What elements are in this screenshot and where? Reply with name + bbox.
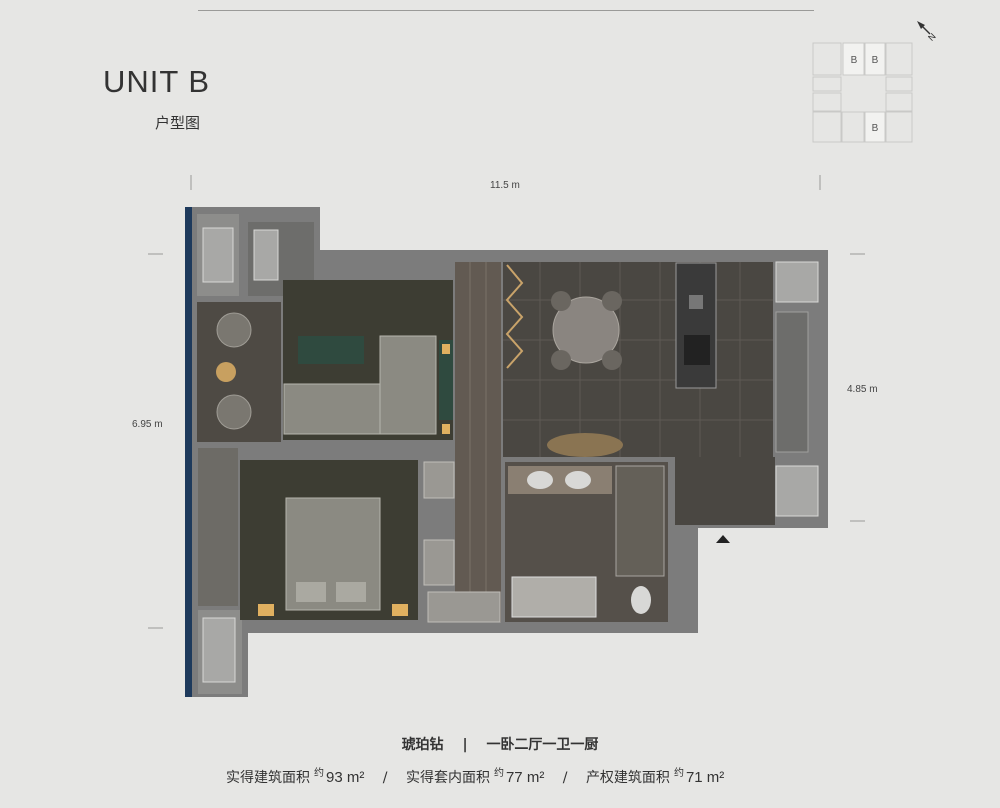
basin-2 — [565, 471, 591, 489]
dimension-height-right: 4.85 m — [847, 384, 878, 395]
sofa-chaise — [379, 335, 437, 435]
window-strip — [185, 207, 192, 697]
entry-floor — [675, 457, 775, 525]
dining-table — [552, 296, 620, 364]
entry-arrow-icon — [716, 535, 730, 543]
key-plan: B B B — [812, 42, 913, 143]
dimension-width: 11.5 m — [490, 180, 520, 191]
compass-letter: N — [926, 31, 938, 43]
toilet — [631, 586, 651, 614]
plan-label: 户型图 — [155, 114, 201, 132]
partition-screen — [505, 264, 524, 369]
footer-title: 琥珀钻 | 一卧二厅一卫一厨 — [0, 734, 1000, 754]
dining-floor — [503, 262, 773, 457]
approx-mark: 约 — [493, 768, 504, 779]
footer-divider: | — [462, 737, 468, 753]
approx-mark: 约 — [673, 768, 684, 779]
console-table — [547, 433, 623, 457]
top-rule — [198, 10, 814, 11]
dimension-height-left: 6.95 m — [132, 419, 163, 430]
area-separator: / — [562, 769, 568, 786]
wardrobe — [198, 448, 238, 606]
key-plan-label-1: B — [851, 55, 858, 66]
key-plan-label-3: B — [872, 123, 879, 134]
key-plan-unit-b-3 — [864, 111, 886, 143]
area-separator: / — [382, 769, 388, 786]
coffee-table — [298, 336, 364, 364]
basin-1 — [527, 471, 553, 489]
key-plan-label-2: B — [872, 55, 879, 66]
series-name: 琥珀钻 — [401, 737, 444, 753]
shower — [615, 465, 665, 577]
bathtub — [511, 576, 597, 618]
lounge-chair-1 — [216, 312, 252, 348]
kitchen-counter — [675, 262, 717, 389]
corridor-floor — [455, 262, 501, 622]
area-label: 产权建筑面积 — [585, 769, 670, 786]
side-table — [216, 362, 236, 382]
layout-desc: 一卧二厅一卫一厨 — [486, 737, 599, 753]
key-plan-unit-b-2 — [864, 42, 886, 76]
area-label: 实得套内面积 — [405, 769, 490, 786]
storage-cabinets — [775, 311, 809, 453]
key-plan-unit-b-1 — [842, 42, 865, 76]
tv-console — [439, 340, 453, 420]
north-arrow-icon: N — [917, 21, 938, 43]
area-label: 实得建筑面积 — [226, 769, 310, 786]
area-value: 93 m² — [326, 768, 365, 786]
kitchen-balcony — [775, 261, 819, 303]
area-value: 71 m² — [685, 768, 725, 786]
unit-title: UNIT B — [103, 64, 211, 99]
approx-mark: 约 — [314, 768, 324, 779]
lounge-chair-2 — [216, 394, 252, 430]
area-value: 77 m² — [505, 768, 545, 786]
